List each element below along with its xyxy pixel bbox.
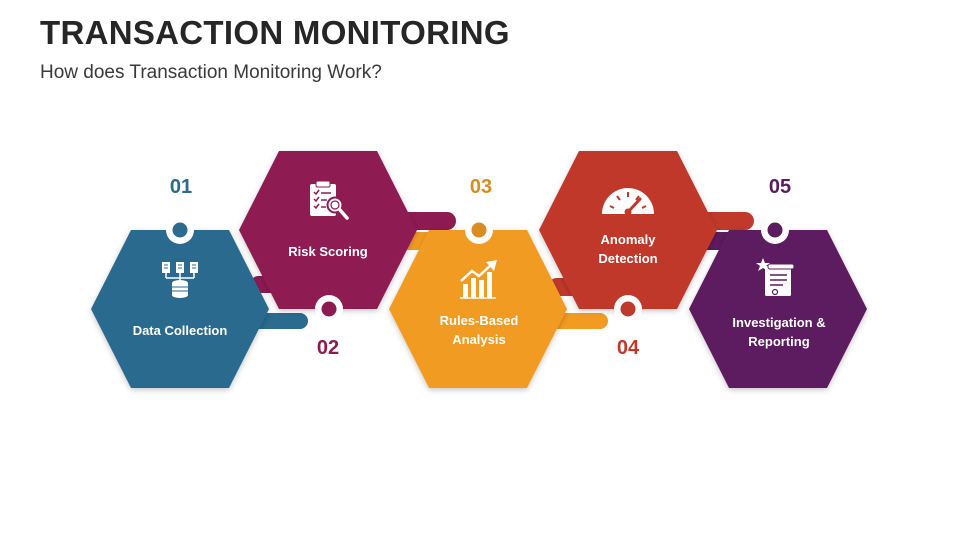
step-5-hexagon [689, 230, 867, 388]
step-3-label-line-1: Rules-Based [440, 313, 519, 328]
step-2-label: Risk Scoring [288, 244, 368, 259]
step-1-label: Data Collection [133, 323, 228, 338]
dot-5 [767, 222, 783, 238]
dot-4 [620, 301, 636, 317]
certificate-icon [756, 258, 795, 296]
step-3-label-line-2: Analysis [452, 332, 505, 347]
step-1-number: 01 [170, 176, 192, 198]
connector-bar-3-4b [548, 313, 608, 329]
step-3-hexagon [389, 230, 567, 388]
page-title: TRANSACTION MONITORING [40, 14, 510, 51]
step-4-label-line-2: Detection [598, 251, 657, 266]
speedometer-icon [602, 188, 654, 216]
step-1-hexagon [91, 230, 269, 388]
step-2-hexagon [239, 151, 417, 309]
step-4-hexagon [539, 151, 717, 309]
step-5-label-line-1: Investigation & [732, 315, 825, 330]
dot-1 [172, 222, 188, 238]
step-4-label-line-1: Anomaly [601, 232, 657, 247]
dot-2 [321, 301, 337, 317]
page-subtitle: How does Transaction Monitoring Work? [40, 62, 382, 83]
clipboard-search-icon [310, 180, 349, 220]
step-5-number: 05 [769, 176, 791, 198]
dot-3 [471, 222, 487, 238]
step-5-label-line-2: Reporting [748, 334, 809, 349]
growth-chart-icon [460, 260, 497, 299]
database-icon [162, 262, 198, 298]
step-4-number: 04 [617, 337, 640, 359]
step-2-number: 02 [317, 337, 339, 359]
step-3-number: 03 [470, 176, 492, 198]
